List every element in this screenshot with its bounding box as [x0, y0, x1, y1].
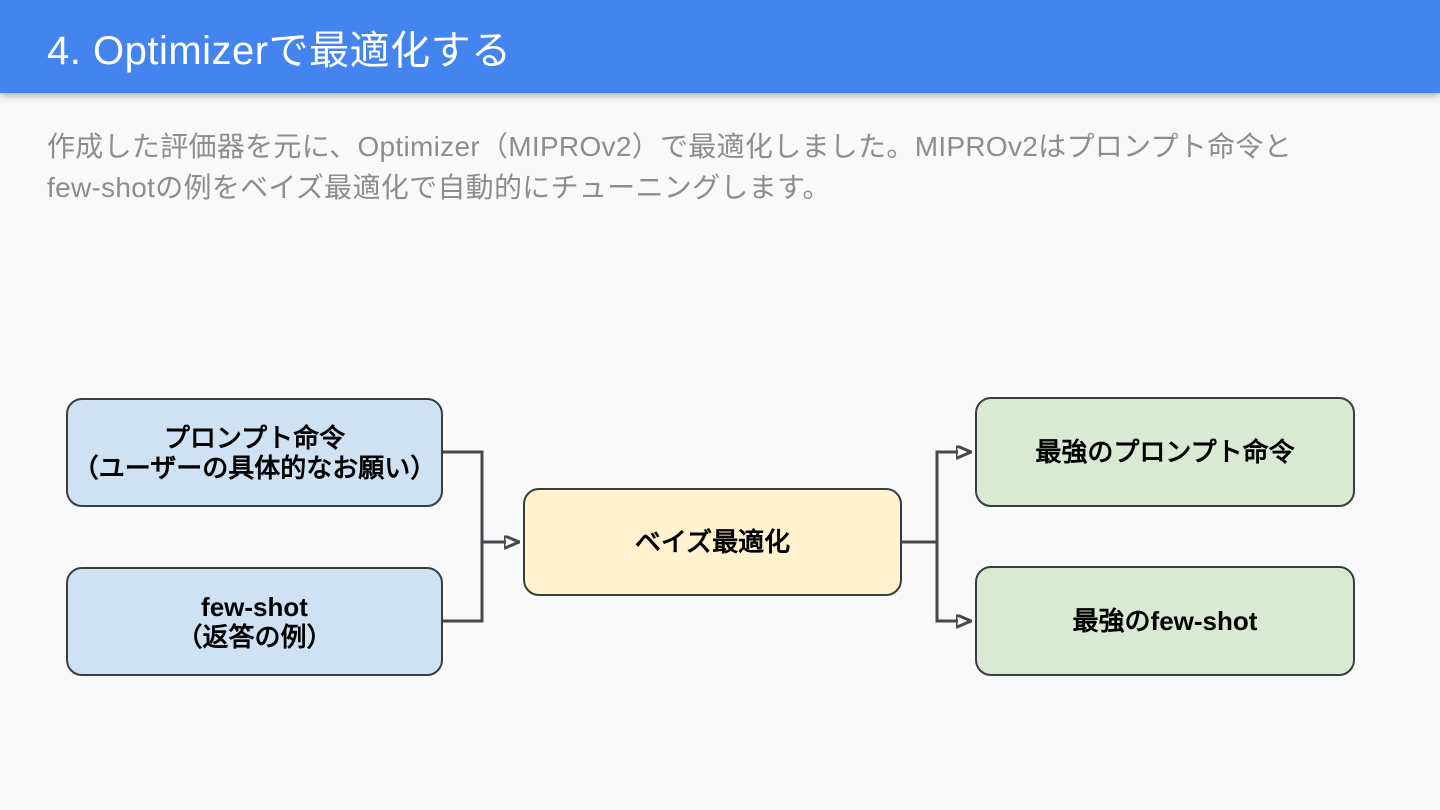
body-text-line-1: 作成した評価器を元に、Optimizer（MIPROv2）で最適化しました。MI… — [47, 131, 1293, 162]
node-best-prompt-instruction-label: 最強のプロンプト命令 — [1035, 437, 1295, 467]
node-fewshot-examples: few-shot （返答の例） — [66, 567, 443, 676]
body-text-line-2: few-shotの例をベイズ最適化で自動的にチューニングします。 — [47, 172, 831, 203]
node-best-fewshot: 最強のfew-shot — [975, 566, 1355, 676]
node-prompt-instruction-line-2: （ユーザーの具体的なお願い） — [72, 452, 437, 483]
node-bayesian-optimization-label: ベイズ最適化 — [634, 527, 791, 557]
node-prompt-instruction: プロンプト命令 （ユーザーの具体的なお願い） — [66, 398, 443, 507]
body-text: 作成した評価器を元に、Optimizer（MIPROv2）で最適化しました。MI… — [47, 126, 1377, 208]
node-best-fewshot-label: 最強のfew-shot — [1072, 606, 1258, 636]
node-fewshot-examples-line-1: few-shot — [201, 591, 308, 622]
node-bayesian-optimization: ベイズ最適化 — [523, 488, 902, 596]
node-prompt-instruction-line-1: プロンプト命令 — [163, 422, 346, 453]
node-fewshot-examples-line-2: （返答の例） — [176, 621, 333, 652]
slide-title: 4. Optimizerで最適化する — [47, 28, 512, 73]
slide-header: 4. Optimizerで最適化する — [0, 0, 1440, 93]
node-best-prompt-instruction: 最強のプロンプト命令 — [975, 397, 1355, 507]
